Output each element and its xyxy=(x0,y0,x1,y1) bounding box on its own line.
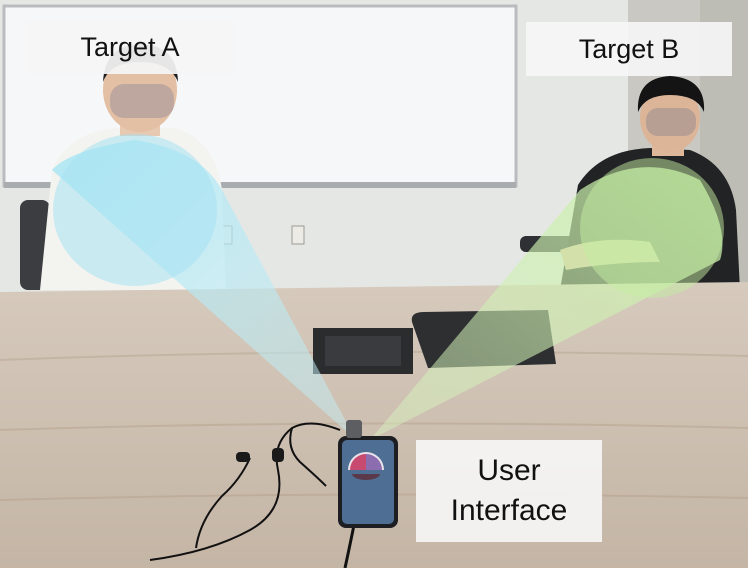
wall-outlet xyxy=(291,225,305,245)
earbud xyxy=(236,452,250,462)
earphone-cable xyxy=(149,422,341,561)
face-blur xyxy=(646,108,696,136)
beam-a-focus-area xyxy=(53,134,217,286)
phone-microphone xyxy=(346,420,362,438)
face-blur xyxy=(110,84,174,118)
label-target-a: Target A xyxy=(26,20,234,74)
label-user-interface-line2: Interface xyxy=(450,494,568,527)
label-target-b: Target B xyxy=(526,22,732,76)
label-user-interface-line1: User xyxy=(477,454,541,487)
earbud xyxy=(272,448,284,462)
beam-b-focus-area xyxy=(580,158,724,298)
label-user-interface: User Interface xyxy=(416,440,602,542)
